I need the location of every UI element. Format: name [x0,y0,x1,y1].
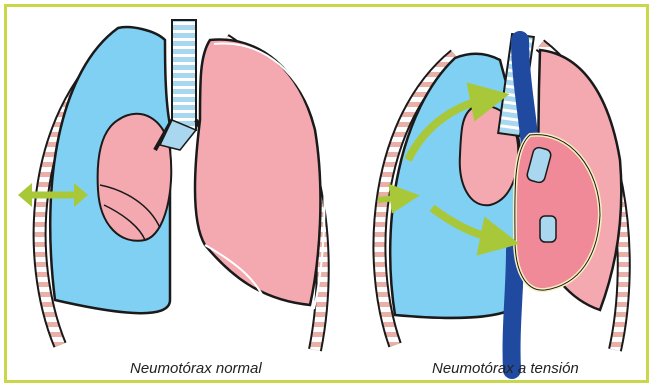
caption-normal: Neumotórax normal [130,360,262,377]
healthy-lung [195,40,320,305]
normal-pneumothorax [18,20,324,350]
tension-pneumothorax [378,34,624,370]
straight-arrow-icon [378,197,405,200]
pulmonary-vessel [540,216,556,242]
caption-tension: Neumotórax a tensión [432,360,579,377]
trachea [172,20,196,130]
collapsed-lung [98,114,172,241]
